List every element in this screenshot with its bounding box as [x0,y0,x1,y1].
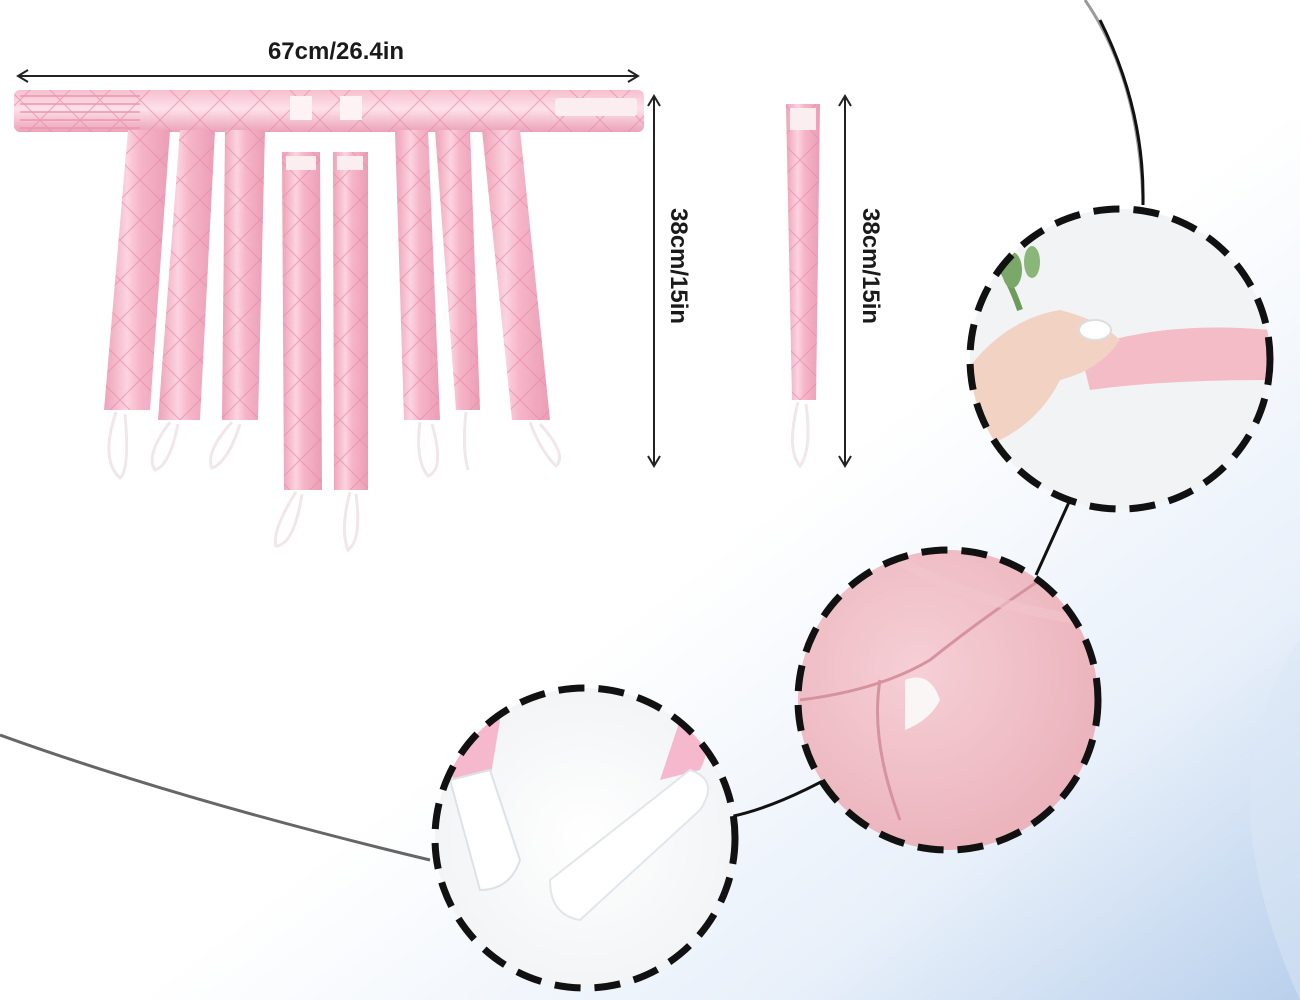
detail-circle-velcro [431,684,739,992]
headband-strap [14,90,644,132]
rod-7 [435,130,480,471]
height-label-single: 38cm/15in [857,208,884,325]
rod-8 [482,130,561,469]
curling-rods [104,130,561,553]
height-dimension-line-set [647,94,661,468]
rod-1 [104,130,170,480]
rod-4 [273,152,322,548]
rod-3 [209,130,265,470]
width-label: 67cm/26.4in [267,38,405,65]
rod-2 [150,130,215,472]
height-dimension-line-single [838,94,852,468]
rod-5 [333,152,368,553]
height-label-set: 38cm/15in [665,208,692,325]
single-rod [786,104,820,469]
rod-6 [395,130,440,478]
width-dimension-line [16,69,640,83]
detail-circle-seam [794,546,1102,854]
detail-circle-hand [966,205,1274,513]
